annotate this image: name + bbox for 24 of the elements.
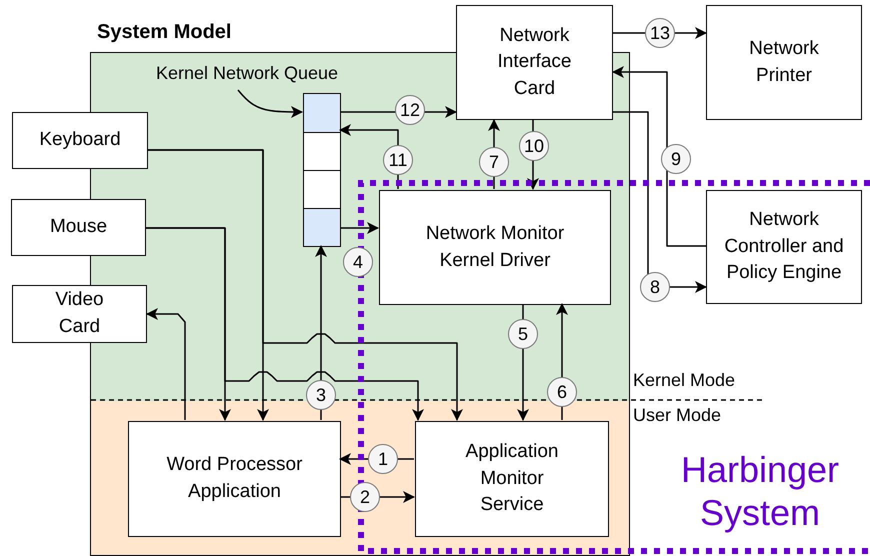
process-box: Application Monitor Service (415, 421, 609, 537)
process-box: Network Printer (706, 5, 862, 120)
edge-label: 9 (661, 144, 691, 174)
process-box: Network Controller and Policy Engine (706, 190, 862, 304)
mode-label: User Mode (633, 405, 722, 427)
arrow (612, 66, 706, 247)
process-box: Word Processor Application (128, 421, 341, 537)
arrow (237, 90, 303, 118)
process-box: Keyboard (12, 112, 148, 169)
mode-label: Kernel Mode (633, 370, 736, 392)
process-box: Mouse (11, 199, 146, 256)
panel-title: System Model (97, 21, 232, 44)
network-queue (303, 93, 341, 247)
process-box: Video Card (12, 285, 147, 343)
arrow (146, 308, 186, 420)
system-name: Harbinger System (680, 448, 840, 534)
arrow (340, 222, 379, 234)
process-box: Network Interface Card (456, 5, 613, 120)
queue-caption: Kernel Network Queue (154, 63, 340, 84)
arrow (148, 149, 463, 421)
edge-label: 13 (645, 18, 675, 48)
arrow (146, 227, 424, 421)
edge-label: 8 (640, 272, 670, 302)
process-box: Network Monitor Kernel Driver (379, 190, 611, 305)
